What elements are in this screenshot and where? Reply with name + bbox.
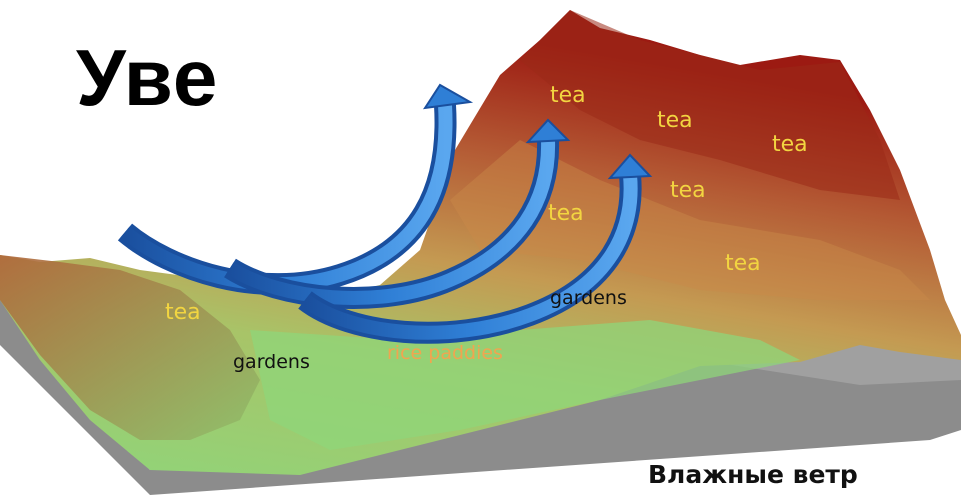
wind-arrow-head (607, 153, 653, 180)
tea-label: tea (548, 201, 584, 226)
ridge-shade (520, 10, 900, 200)
page-title: Уве (76, 33, 219, 122)
gardens-label: gardens (233, 351, 310, 373)
tea-label: tea (657, 108, 693, 133)
mid-slope-band (450, 140, 930, 300)
caption: Влажные ветр (648, 460, 858, 489)
rice-paddies-label: rice paddies (387, 342, 503, 364)
wind-arrow-head (422, 83, 474, 110)
base-slab-left (0, 280, 961, 495)
gardens-label: gardens (550, 287, 627, 309)
left-ridge (0, 255, 260, 440)
valley-floor (250, 320, 800, 450)
tea-label: tea (772, 132, 808, 157)
tea-label: tea (725, 251, 761, 276)
wind-arrow-head (525, 118, 571, 144)
tea-label: tea (670, 178, 706, 203)
tea-label: tea (550, 83, 586, 108)
tea-label: tea (165, 300, 201, 325)
